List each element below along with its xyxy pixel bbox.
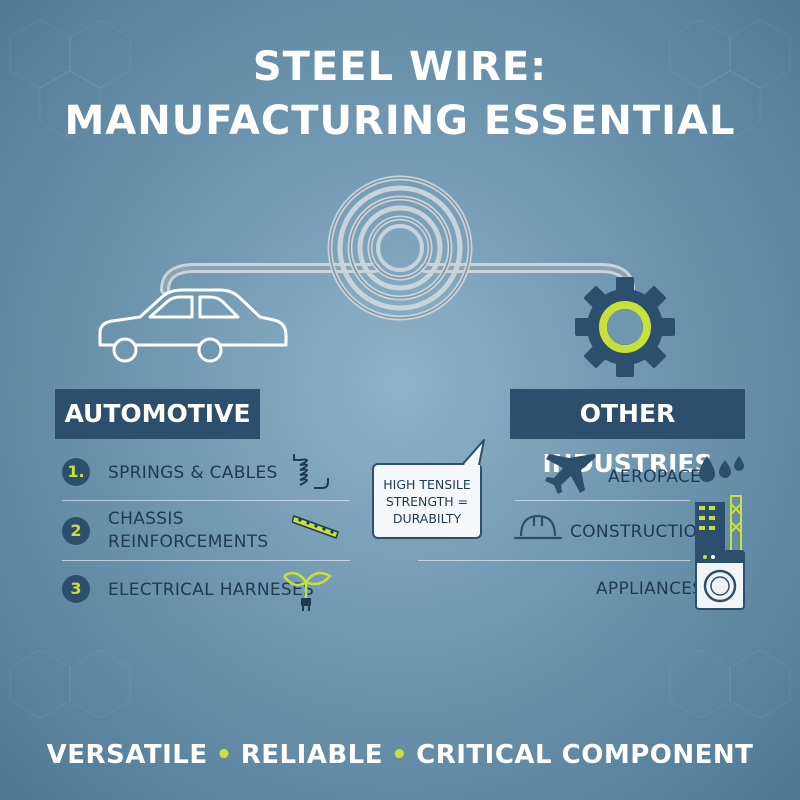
spring-icon bbox=[293, 454, 329, 489]
automotive-item-1-label: SPRINGS & CABLES bbox=[108, 463, 278, 483]
tagline-word-2: RELIABLE bbox=[240, 740, 384, 770]
tagline-separator-1: • bbox=[215, 740, 233, 770]
automotive-item-2-label-line-1: CHASSIS bbox=[108, 509, 184, 529]
tagline: VERSATILE•RELIABLE•CRITICAL COMPONENT bbox=[0, 735, 800, 775]
title-line-1: STEEL WIRE: bbox=[252, 44, 548, 90]
automotive-heading: AUTOMOTIVE bbox=[55, 389, 260, 439]
car-icon bbox=[98, 288, 288, 363]
tagline-word-1: VERSATILE bbox=[46, 740, 208, 770]
callout-line-3: DURABILTY bbox=[392, 510, 462, 526]
wire-coil-icon bbox=[160, 175, 635, 321]
other-item-1-label: AEROPACE bbox=[608, 467, 702, 487]
washing-machine-icon bbox=[695, 550, 745, 610]
other-divider-2 bbox=[418, 560, 690, 561]
automotive-divider-2 bbox=[62, 560, 350, 561]
automotive-item-3-number: 3 bbox=[62, 575, 90, 603]
wire-harness-icon bbox=[282, 571, 332, 611]
other-item-2-label: CONSTRUCTION bbox=[570, 522, 711, 542]
tagline-separator-2: • bbox=[391, 740, 409, 770]
other-industries-heading: OTHER INDUSTRIES bbox=[510, 389, 745, 478]
automotive-item-2-label-line-2: REINFORCEMENTS bbox=[108, 532, 269, 552]
title-line-2: MANUFACTURING ESSENTIAL bbox=[64, 98, 736, 144]
gear-icon bbox=[575, 277, 675, 377]
airplane-icon bbox=[545, 454, 596, 494]
building-crane-icon bbox=[695, 495, 742, 552]
hard-hat-icon bbox=[513, 514, 563, 540]
automotive-item-3-label: ELECTRICAL HARNESES bbox=[108, 580, 315, 600]
automotive-divider-1 bbox=[62, 500, 350, 501]
chassis-beam-icon bbox=[292, 515, 339, 539]
callout-line-1: HIGH TENSILE bbox=[383, 476, 471, 492]
automotive-item-1-number: 1. bbox=[62, 458, 90, 486]
automotive-item-2-number: 2 bbox=[62, 517, 90, 545]
durability-callout: HIGH TENSILE STRENGTH = DURABILTY bbox=[372, 463, 482, 539]
callout-line-2: STRENGTH = bbox=[385, 493, 469, 509]
other-item-3-label: APPLIANCES bbox=[596, 579, 704, 599]
other-divider-1 bbox=[515, 500, 690, 501]
droplets-icon bbox=[699, 456, 744, 482]
tagline-word-3: CRITICAL COMPONENT bbox=[416, 740, 754, 770]
